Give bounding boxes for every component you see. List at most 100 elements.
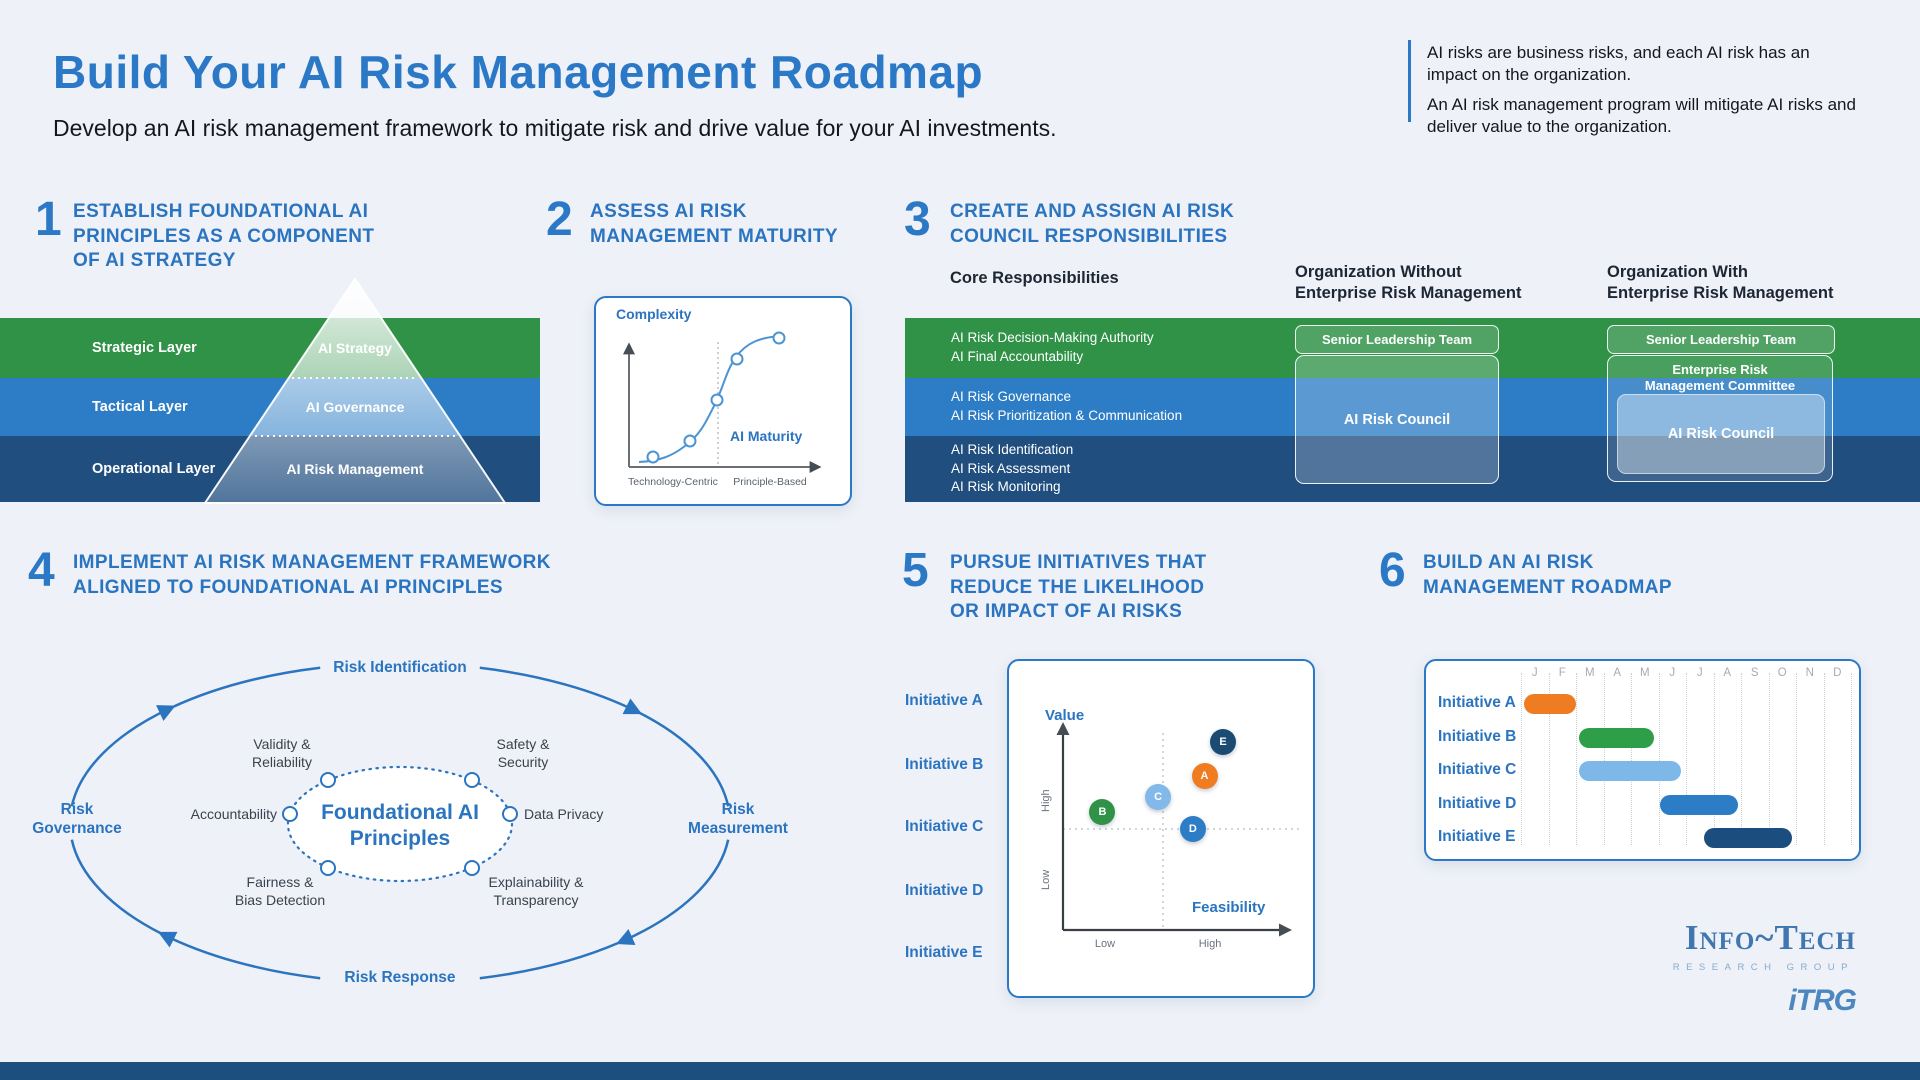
gantt-row-label: Initiative D xyxy=(1438,794,1517,812)
gantt-row-label: Initiative C xyxy=(1438,761,1517,778)
initiative-label: Initiative B xyxy=(905,756,984,773)
gantt-month-label: J xyxy=(1696,667,1703,679)
maturity-curve xyxy=(623,331,822,473)
gantt-bar xyxy=(1523,694,1576,714)
intro-paragraph-1: AI risks are business risks, and each AI… xyxy=(1427,43,1810,85)
cycle-label-risk-response: Risk Response xyxy=(344,969,456,986)
scatter-point: A xyxy=(1191,762,1218,789)
column-header-with-erm: Organization With Enterprise Risk Manage… xyxy=(1607,263,1834,302)
gantt-gridline xyxy=(1851,673,1852,845)
scatter-x-low-label: Low xyxy=(1094,938,1116,950)
pyramid-label-strategy: AI Strategy xyxy=(318,340,392,356)
pyramid-label-governance: AI Governance xyxy=(305,399,405,415)
gantt-gridline xyxy=(1768,673,1770,845)
gantt-gridline xyxy=(1631,673,1632,845)
page-title: Build Your AI Risk Management Roadmap xyxy=(53,46,984,98)
maturity-y-axis-label: Complexity xyxy=(616,306,692,322)
scatter-x-high-label: High xyxy=(1198,938,1222,950)
gantt-gridline xyxy=(1658,673,1660,845)
intro-divider xyxy=(1408,40,1411,122)
gantt-bar xyxy=(1703,828,1792,848)
initiative-label: Initiative A xyxy=(905,692,983,709)
section2-title: ASSESS AI RISK MANAGEMENT MATURITY xyxy=(590,201,838,247)
maturity-zone-right-label: Principle-Based xyxy=(733,476,807,488)
foundational-principles-ellipse xyxy=(282,765,518,883)
responsibility-row-identification: AI Risk Identification AI Risk Assessmen… xyxy=(905,436,1920,502)
scatter-x-axis-label: Feasibility xyxy=(1192,899,1266,916)
gantt-gridline xyxy=(1548,673,1550,845)
section6-title: BUILD AN AI RISK MANAGEMENT ROADMAP xyxy=(1423,552,1672,598)
gantt-row-label: Initiative B xyxy=(1438,727,1517,745)
principle-accountability: Accountability xyxy=(190,806,277,822)
strategic-layer-label: Strategic Layer xyxy=(92,340,197,356)
gantt-month-label: D xyxy=(1833,667,1842,679)
gantt-month-label: M xyxy=(1584,667,1595,679)
row-governance-text: AI Risk Governance AI Risk Prioritizatio… xyxy=(951,389,1183,423)
gantt-month-label: M xyxy=(1639,667,1650,679)
initiative-label: Initiative E xyxy=(905,944,983,961)
gantt-chart: J F M A M J J A S O N D Initiative A Initiative B Init… xyxy=(1424,659,1857,857)
cycle-arcs xyxy=(70,666,730,980)
gantt-month-label: S xyxy=(1750,667,1759,679)
gantt-month-label: A xyxy=(1723,667,1732,679)
initiative-label: Initiative C xyxy=(905,818,984,835)
scatter-chart-box xyxy=(1007,659,1315,998)
gantt-month-label: J xyxy=(1669,667,1676,679)
gantt-month-label: J xyxy=(1531,667,1538,679)
scatter-point: E xyxy=(1210,729,1237,756)
scatter-y-axis-label: Value xyxy=(1045,707,1085,724)
gantt-month-label: N xyxy=(1805,667,1814,679)
gantt-gridline xyxy=(1686,673,1687,845)
infotech-logo: Info~Tech xyxy=(1684,918,1856,957)
tactical-layer-label: Tactical Layer xyxy=(92,399,188,415)
gantt-bar xyxy=(1578,761,1681,781)
intro-paragraph-2: An AI risk management program will mitig… xyxy=(1427,95,1856,137)
column-header-without-erm: Organization Without Enterprise Risk Man… xyxy=(1295,263,1522,302)
principle-validity-reliability: Validity & Reliability xyxy=(252,736,312,770)
gantt-gridline xyxy=(1521,673,1522,845)
gantt-row-label: Initiative E xyxy=(1438,828,1516,845)
gantt-gridline xyxy=(1713,673,1715,845)
principle-safety-security: Safety & Security xyxy=(496,736,550,770)
section5-title: PURSUE INITIATIVES THAT REDUCE THE LIKEL… xyxy=(950,552,1207,623)
gantt-gridline xyxy=(1741,673,1742,845)
page-subtitle: Develop an AI risk management framework … xyxy=(53,115,1057,141)
gantt-month-label: F xyxy=(1558,667,1566,679)
scatter-point: C xyxy=(1145,784,1172,811)
section2-number: 2 xyxy=(546,193,573,246)
scatter-y-low-label: Low xyxy=(1040,869,1052,890)
gantt-gridline xyxy=(1823,673,1825,845)
cycle-label-risk-measurement: Risk Measurement xyxy=(688,801,788,838)
section4-title: IMPLEMENT AI RISK MANAGEMENT FRAMEWORK A… xyxy=(73,552,551,598)
initiative-label: Initiative D xyxy=(905,882,984,899)
responsibility-row-decision: AI Risk Decision-Making Authority AI Fin… xyxy=(905,318,1920,378)
gantt-gridline xyxy=(1576,673,1577,845)
strategic-layer-band: Strategic Layer xyxy=(0,318,540,378)
gantt-month-label: A xyxy=(1613,667,1622,679)
without-erm-senior-leadership-box: Senior Leadership Team xyxy=(1295,325,1499,354)
pyramid-label-risk-management: AI Risk Management xyxy=(286,461,424,477)
section3-number: 3 xyxy=(904,193,931,246)
with-erm-ai-risk-council-box: AI Risk Council xyxy=(1617,394,1825,474)
infotech-logo-subtext: RESEARCH GROUP xyxy=(1672,962,1854,973)
pyramid-shape xyxy=(204,278,506,504)
gantt-gridline xyxy=(1603,673,1605,845)
cycle-label-risk-governance: Risk Governance xyxy=(32,801,122,838)
gantt-chart-box xyxy=(1424,659,1861,861)
cycle-label-risk-identification: Risk Identification xyxy=(333,659,467,676)
gantt-row-label: Initiative A xyxy=(1438,694,1516,711)
column-header-core-responsibilities: Core Responsibilities xyxy=(950,269,1119,287)
section3-title: CREATE AND ASSIGN AI RISK COUNCIL RESPON… xyxy=(950,201,1235,247)
principle-explainability-transparency: Explainability & Transparency xyxy=(488,874,584,908)
section4-number: 4 xyxy=(28,544,55,597)
row-identification-text: AI Risk Identification AI Risk Assessmen… xyxy=(951,442,1074,495)
operational-layer-label: Operational Layer xyxy=(92,461,216,477)
itrg-logo: iTRG xyxy=(1788,984,1857,1017)
scatter-point: D xyxy=(1179,815,1206,842)
gantt-month-label: O xyxy=(1777,667,1787,679)
principle-fairness-bias: Fairness & Bias Detection xyxy=(234,874,326,908)
principle-data-privacy: Data Privacy xyxy=(524,806,604,822)
